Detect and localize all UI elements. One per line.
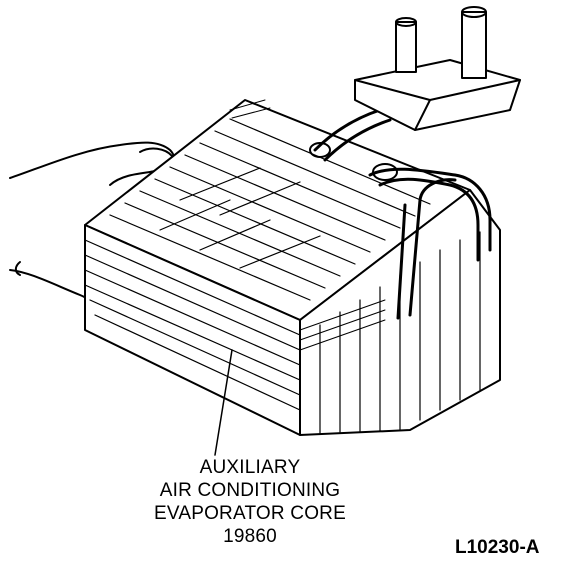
callout-label: AUXILIARY AIR CONDITIONING EVAPORATOR CO… xyxy=(150,456,350,548)
callout-line-1: AUXILIARY xyxy=(199,457,301,478)
callout-leader-line xyxy=(214,349,233,456)
refrigerant-lines xyxy=(309,6,521,320)
callout-line-2: AIR CONDITIONING xyxy=(159,480,341,501)
figure-id: L10230-A xyxy=(455,537,540,558)
callout-line-3: EVAPORATOR CORE xyxy=(154,503,346,524)
callout-line-4: 19860 xyxy=(223,526,277,547)
evaporator-core-body xyxy=(84,99,501,436)
